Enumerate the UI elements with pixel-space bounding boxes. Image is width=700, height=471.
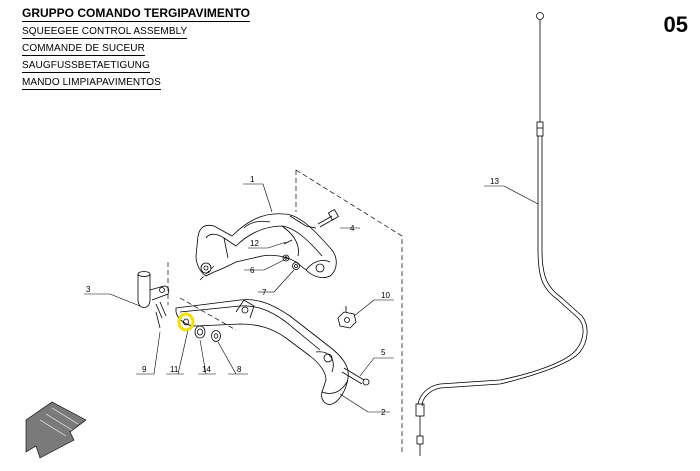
callout-labels: 1 2 3 4 5 6 7 8 9 10 11 12 13 14 [86, 175, 499, 417]
title-english: SQUEEGEE CONTROL ASSEMBLY [22, 26, 188, 39]
callout-8: 8 [237, 365, 242, 374]
bolt-part [317, 208, 340, 228]
title-italian: GRUPPO COMANDO TERGIPAVIMENTO [22, 6, 251, 22]
screw-part [341, 367, 370, 386]
callout-11: 11 [170, 365, 179, 374]
title-french: COMMANDE DE SUCEUR [22, 43, 145, 56]
lower-bracket-part [175, 299, 349, 405]
callout-1: 1 [250, 175, 255, 184]
upper-bracket-part [195, 213, 337, 278]
title-german: SAUGFUSSBETAETIGUNG [22, 60, 150, 73]
leader-lines [84, 183, 539, 413]
highlighted-bushing [177, 312, 195, 332]
callout-4: 4 [350, 224, 355, 233]
title-spanish: MANDO LIMPIAPAVIMENTOS [22, 77, 161, 90]
control-cable-part [415, 12, 588, 456]
callout-9: 9 [142, 365, 147, 374]
nut-part [337, 306, 357, 329]
title-block: GRUPPO COMANDO TERGIPAVIMENTO SQUEEGEE C… [22, 4, 251, 94]
callout-10: 10 [381, 291, 390, 300]
small-fasteners [282, 239, 300, 270]
callout-6: 6 [250, 266, 255, 275]
callout-2: 2 [381, 408, 386, 417]
washer-parts [194, 325, 221, 342]
direction-arrow-icon [25, 401, 87, 459]
callout-3: 3 [86, 285, 91, 294]
dashed-assembly-outline [167, 169, 403, 454]
callout-5: 5 [381, 348, 386, 357]
callout-12: 12 [250, 239, 259, 248]
callout-14: 14 [202, 365, 211, 374]
callout-7: 7 [262, 288, 267, 297]
callout-13: 13 [490, 177, 499, 186]
pivot-pin-part [137, 271, 170, 329]
page-number: 05 [663, 12, 688, 37]
